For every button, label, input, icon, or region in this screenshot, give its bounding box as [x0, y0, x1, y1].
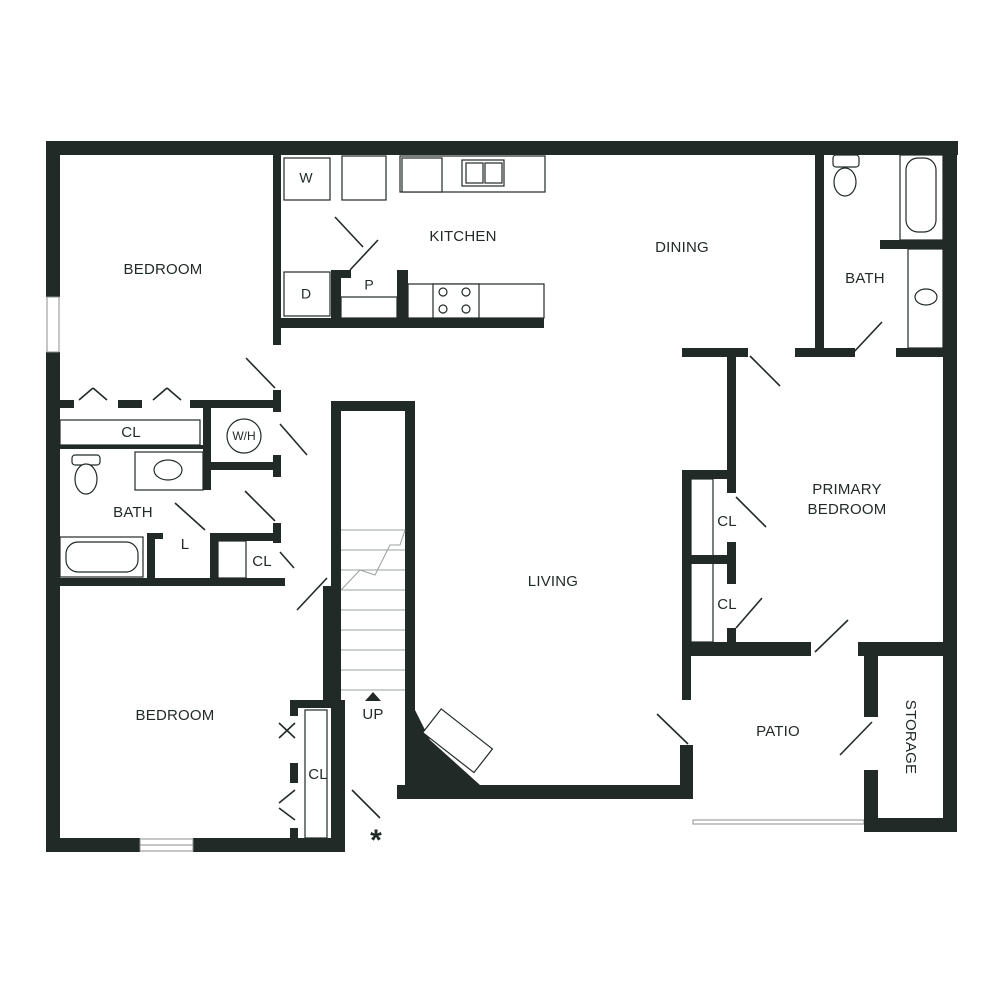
- label-living: LIVING: [528, 573, 578, 590]
- label-bedroom-top: BEDROOM: [124, 261, 203, 278]
- left-interior-walls: [59, 155, 345, 842]
- outer-walls: [46, 141, 958, 852]
- label-bath-left: BATH: [113, 504, 153, 521]
- label-washer: W: [299, 170, 313, 186]
- label-storage: STORAGE: [902, 700, 919, 774]
- label-primary-line2: BEDROOM: [808, 501, 887, 518]
- doors: [78, 216, 883, 821]
- label-dryer: D: [301, 286, 311, 302]
- label-closet-left-top: CL: [121, 424, 141, 441]
- label-closet-primary-2: CL: [717, 596, 737, 613]
- label-water-heater: W/H: [232, 429, 255, 443]
- label-bedroom-bottom: BEDROOM: [136, 707, 215, 724]
- label-linen: L: [181, 536, 190, 553]
- label-closet-left-mid: CL: [252, 553, 272, 570]
- label-bath-right: BATH: [845, 270, 885, 287]
- label-patio: PATIO: [756, 723, 800, 740]
- right-interior-walls: [680, 154, 957, 832]
- label-closet-primary-1: CL: [717, 513, 737, 530]
- room-labels: BEDROOM KITCHEN DINING BATH W D P CL W/H…: [113, 170, 919, 857]
- label-stairs-up: UP: [362, 706, 383, 723]
- entry-mark: *: [370, 824, 382, 857]
- stairwell: [331, 401, 693, 799]
- up-arrow-icon: [365, 692, 381, 701]
- label-closet-bottom: CL: [308, 766, 328, 783]
- label-kitchen: KITCHEN: [429, 228, 496, 245]
- label-dining: DINING: [655, 239, 709, 256]
- kitchen-walls: [281, 155, 546, 328]
- label-primary-line1: PRIMARY: [812, 481, 881, 498]
- left-bath-fixtures: [59, 418, 262, 578]
- label-pantry: P: [364, 277, 373, 293]
